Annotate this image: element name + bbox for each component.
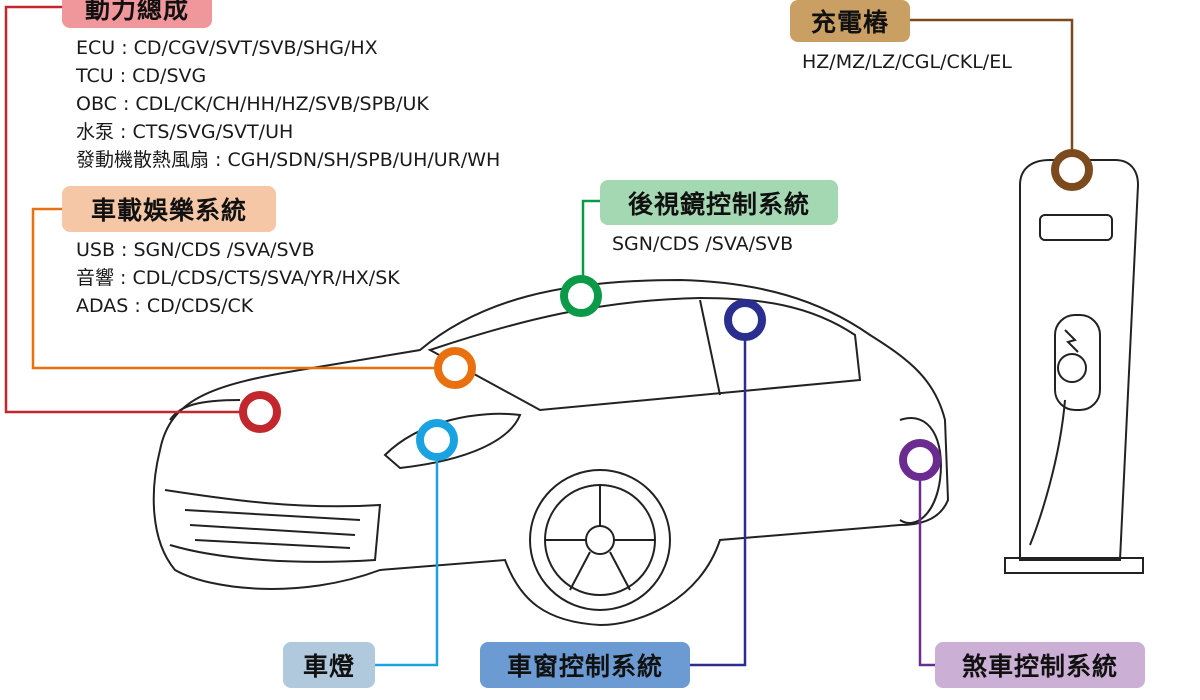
- lights-label: 車燈: [283, 642, 375, 688]
- detail-line: USB : SGN/CDS /SVA/SVB: [76, 239, 315, 261]
- charger-details: HZ/MZ/LZ/CGL/CKL/EL: [802, 51, 1012, 73]
- mirror-details: SGN/CDS /SVA/SVB: [612, 233, 794, 255]
- detail-line: TCU : CD/SVG: [76, 65, 207, 87]
- charger-connector: [910, 18, 1074, 152]
- charger-marker: [1051, 149, 1093, 191]
- powertrain-label: 動力總成: [62, 0, 212, 28]
- infotainment-marker: [434, 347, 476, 389]
- charging-station-illustration: [1004, 159, 1144, 574]
- charger-label: 充電樁: [790, 0, 910, 42]
- mirror-label: 後視鏡控制系統: [600, 180, 838, 225]
- powertrain-details: ECU : CD/CGV/SVT/SVB/SHG/HX TCU : CD/SVG…: [76, 34, 500, 174]
- infotainment-label: 車載娛樂系統: [62, 186, 276, 232]
- window-connector: [690, 338, 747, 667]
- infotainment-details: USB : SGN/CDS /SVA/SVB 音響 : CDL/CDS/CTS/…: [76, 236, 400, 320]
- detail-line: OBC : CDL/CK/CH/HH/HZ/SVB/SPB/UK: [76, 93, 429, 115]
- infotainment-connector: [31, 207, 440, 370]
- lights-connector: [375, 458, 439, 667]
- brake-connector: [918, 478, 935, 667]
- detail-line: 音響 : CDL/CDS/CTS/SVA/YR/HX/SK: [76, 267, 400, 289]
- mirror-marker: [560, 275, 602, 317]
- detail-line: ADAS : CD/CDS/CK: [76, 295, 254, 317]
- brake-marker: [899, 439, 941, 481]
- detail-line: ECU : CD/CGV/SVT/SVB/SHG/HX: [76, 37, 378, 59]
- detail-line: 發動機散熱風扇 : CGH/SDN/SH/SPB/UH/UR/WH: [76, 149, 501, 171]
- powertrain-connector: [4, 5, 245, 414]
- brake-label: 煞車控制系統: [935, 642, 1145, 688]
- window-marker: [724, 299, 766, 341]
- detail-line: 水泵 : CTS/SVG/SVT/UH: [76, 121, 294, 143]
- lights-marker: [416, 419, 458, 461]
- powertrain-marker: [239, 391, 281, 433]
- car-illustration: [152, 278, 950, 627]
- mirror-connector: [581, 199, 600, 280]
- window-label: 車窗控制系統: [480, 642, 690, 688]
